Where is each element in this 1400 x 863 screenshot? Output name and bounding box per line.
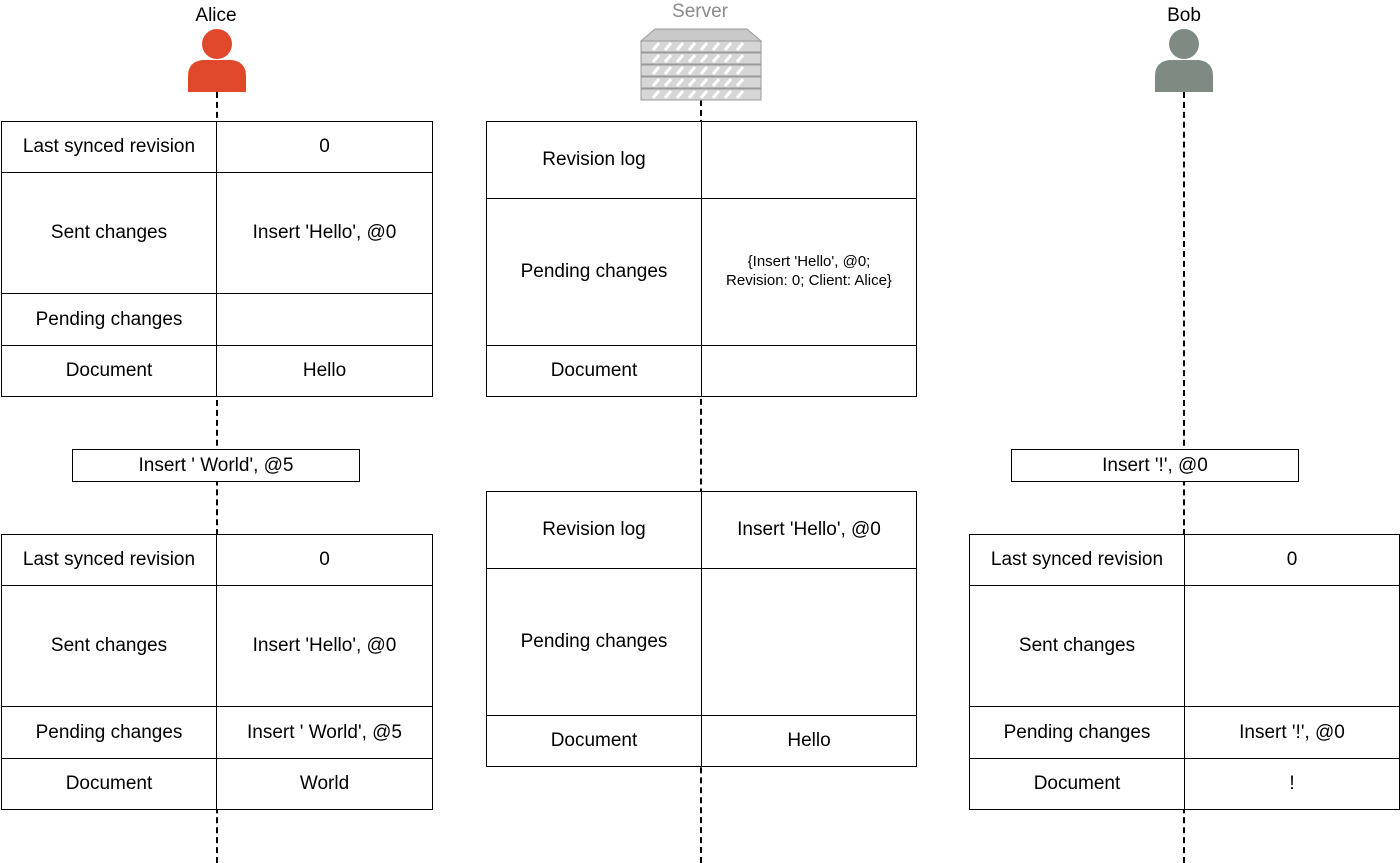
row-value: 0 bbox=[216, 534, 433, 586]
row-label: Last synced revision bbox=[1, 121, 217, 173]
table-row: Document World bbox=[1, 758, 433, 810]
row-value bbox=[701, 345, 917, 397]
bob-operation-box: Insert '!', @0 bbox=[1011, 449, 1299, 482]
table-row: Pending changes bbox=[486, 568, 917, 716]
row-label: Pending changes bbox=[486, 198, 702, 346]
row-label: Pending changes bbox=[969, 706, 1185, 759]
table-row: Sent changes Insert 'Hello', @0 bbox=[1, 585, 433, 707]
row-value: ! bbox=[1184, 758, 1400, 810]
table-row: Pending changes {Insert 'Hello', @0; Rev… bbox=[486, 198, 917, 346]
alice-state-table-2: Last synced revision 0 Sent changes Inse… bbox=[1, 534, 433, 810]
row-label: Document bbox=[486, 715, 702, 767]
server-state-table-1: Revision log Pending changes {Insert 'He… bbox=[486, 121, 917, 397]
alice-name: Alice bbox=[195, 5, 237, 26]
table-row: Revision log bbox=[486, 121, 917, 199]
table-row: Document Hello bbox=[486, 715, 917, 767]
row-value: Insert 'Hello', @0 bbox=[216, 172, 433, 294]
row-label: Pending changes bbox=[1, 706, 217, 759]
row-value bbox=[701, 568, 917, 716]
row-value: Insert 'Hello', @0 bbox=[701, 491, 917, 569]
pending-change-line-2: Revision: 0; Client: Alice} bbox=[726, 272, 892, 289]
table-row: Last synced revision 0 bbox=[969, 534, 1400, 586]
row-value: Insert 'Hello', @0 bbox=[216, 585, 433, 707]
bob-user-icon bbox=[1155, 29, 1213, 92]
server-rack-icon bbox=[639, 28, 763, 101]
table-row: Sent changes bbox=[969, 585, 1400, 707]
table-row: Document bbox=[486, 345, 917, 397]
row-label: Pending changes bbox=[1, 293, 217, 346]
server-lifeline bbox=[700, 100, 702, 863]
row-value: 0 bbox=[216, 121, 433, 173]
row-value: World bbox=[216, 758, 433, 810]
row-label: Document bbox=[486, 345, 702, 397]
table-row: Revision log Insert 'Hello', @0 bbox=[486, 491, 917, 569]
row-value bbox=[216, 293, 433, 346]
row-label: Document bbox=[1, 345, 217, 397]
row-value bbox=[701, 121, 917, 199]
row-label: Sent changes bbox=[1, 585, 217, 707]
server-name: Server bbox=[672, 1, 728, 22]
row-value: Insert ' World', @5 bbox=[216, 706, 433, 759]
row-label: Sent changes bbox=[969, 585, 1185, 707]
row-label: Last synced revision bbox=[969, 534, 1185, 586]
row-label: Pending changes bbox=[486, 568, 702, 716]
alice-state-table-1: Last synced revision 0 Sent changes Inse… bbox=[1, 121, 433, 397]
row-value: {Insert 'Hello', @0; Revision: 0; Client… bbox=[701, 198, 917, 346]
row-value: Hello bbox=[216, 345, 433, 397]
row-value: Insert '!', @0 bbox=[1184, 706, 1400, 759]
row-label: Document bbox=[1, 758, 217, 810]
row-label: Revision log bbox=[486, 121, 702, 199]
table-row: Sent changes Insert 'Hello', @0 bbox=[1, 172, 433, 294]
table-row: Pending changes bbox=[1, 293, 433, 346]
row-value bbox=[1184, 585, 1400, 707]
bob-name: Bob bbox=[1167, 5, 1201, 26]
row-value: Hello bbox=[701, 715, 917, 767]
row-label: Last synced revision bbox=[1, 534, 217, 586]
pending-change-line-1: {Insert 'Hello', @0; bbox=[747, 253, 871, 271]
server-state-table-2: Revision log Insert 'Hello', @0 Pending … bbox=[486, 491, 917, 767]
table-row: Last synced revision 0 bbox=[1, 121, 433, 173]
table-row: Document Hello bbox=[1, 345, 433, 397]
row-label: Revision log bbox=[486, 491, 702, 569]
bob-state-table-1: Last synced revision 0 Sent changes Pend… bbox=[969, 534, 1400, 810]
table-row: Pending changes Insert ' World', @5 bbox=[1, 706, 433, 759]
row-label: Sent changes bbox=[1, 172, 217, 294]
row-value: 0 bbox=[1184, 534, 1400, 586]
alice-operation-box: Insert ' World', @5 bbox=[72, 449, 360, 482]
row-label: Document bbox=[969, 758, 1185, 810]
table-row: Last synced revision 0 bbox=[1, 534, 433, 586]
alice-user-icon bbox=[188, 29, 246, 92]
table-row: Document ! bbox=[969, 758, 1400, 810]
table-row: Pending changes Insert '!', @0 bbox=[969, 706, 1400, 759]
